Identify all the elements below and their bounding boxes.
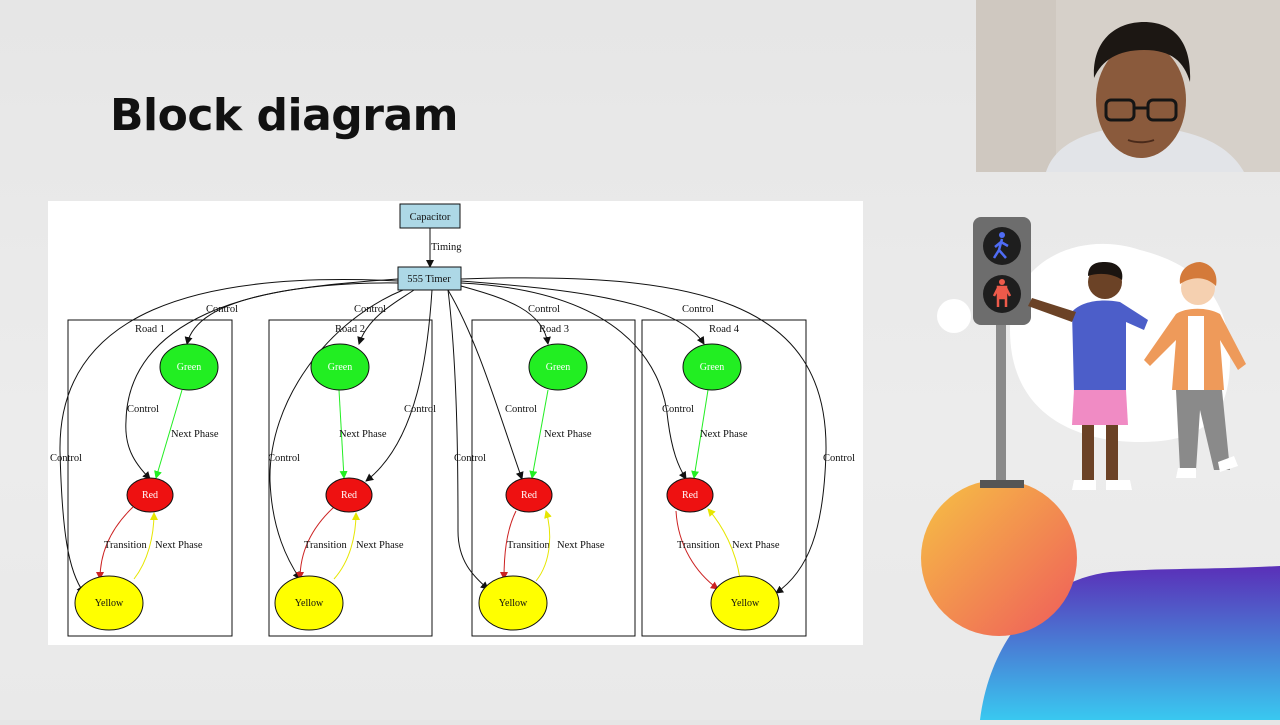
next-phase-edge-3 — [529, 389, 549, 479]
road-4-red-label: Red — [682, 490, 698, 501]
control-edge-yellow-4 — [460, 277, 827, 594]
transition-edge-3 — [500, 510, 517, 580]
control-edge-yellow-1 — [59, 279, 399, 594]
transition-label-2: Transition — [304, 540, 348, 551]
road-3-yellow-node — [478, 575, 548, 631]
control-edge-red-4 — [460, 282, 687, 480]
road-1-red-label: Red — [142, 490, 158, 501]
next-phase-label-4: Next Phase — [700, 429, 748, 440]
control-edge-yellow-3 — [447, 289, 489, 590]
transition-edge-1 — [96, 506, 134, 580]
road-4-green-node — [682, 343, 742, 391]
road-3-label: Road 3 — [539, 324, 569, 335]
next-phase-label-3: Next Phase — [544, 429, 592, 440]
road-1-yellow-label: Yellow — [95, 598, 124, 609]
road-3-green-node — [528, 343, 588, 391]
road-2-yellow-label: Yellow — [295, 598, 324, 609]
next-phase-edge-2 — [338, 389, 348, 479]
next-phase-edge-1 — [154, 389, 183, 479]
road-2-label: Road 2 — [335, 324, 365, 335]
road-1-cluster — [67, 319, 233, 637]
yellow-next-phase-edge-3 — [535, 510, 552, 582]
transition-label-1: Transition — [104, 540, 148, 551]
traffic-light-pedestrians-illustration — [921, 217, 1280, 720]
road-1-green-label: Green — [177, 362, 201, 373]
next-phase-edge-4 — [691, 389, 709, 479]
road-4-label: Road 4 — [709, 324, 740, 335]
transition-label-3: Transition — [507, 540, 551, 551]
transition-edge-4 — [675, 510, 719, 590]
control-label-2: Control — [354, 304, 386, 315]
yellow-next-phase-label-4: Next Phase — [732, 540, 780, 551]
presenter-webcam — [976, 0, 1280, 172]
road-2-cluster — [268, 319, 433, 637]
control-label-8: Control — [662, 404, 694, 415]
control-label-4: Control — [682, 304, 714, 315]
slide-title: Block diagram — [110, 90, 459, 141]
yellow-next-phase-label-3: Next Phase — [557, 540, 605, 551]
road-1-label: Road 1 — [135, 324, 165, 335]
control-edge-green-3 — [460, 285, 551, 345]
road-4-yellow-label: Yellow — [731, 598, 760, 609]
yellow-next-phase-edge-1 — [133, 512, 158, 580]
road-3-green-label: Green — [546, 362, 570, 373]
control-label-11: Control — [454, 453, 486, 464]
road-3-red-label: Red — [521, 490, 537, 501]
control-label-1: Control — [206, 304, 238, 315]
yellow-next-phase-label-1: Next Phase — [155, 540, 203, 551]
control-edge-red-2 — [365, 289, 433, 482]
road-2-green-node — [310, 343, 370, 391]
road-1-green-node — [159, 343, 219, 391]
next-phase-label-1: Next Phase — [171, 429, 219, 440]
yellow-next-phase-edge-4 — [707, 508, 741, 580]
road-4-red-node — [666, 477, 714, 513]
control-label-7: Control — [505, 404, 537, 415]
next-phase-label-2: Next Phase — [339, 429, 387, 440]
yellow-next-phase-edge-2 — [333, 512, 360, 580]
road-2-red-label: Red — [341, 490, 357, 501]
road-2-red-node — [325, 477, 373, 513]
road-2-green-label: Green — [328, 362, 352, 373]
control-edge-green-4 — [460, 280, 705, 345]
transition-edge-2 — [296, 506, 335, 580]
road-3-cluster — [471, 319, 636, 637]
control-label-10: Control — [268, 453, 300, 464]
control-label-5: Control — [127, 404, 159, 415]
road-1-yellow-node — [74, 575, 144, 631]
control-edge-green-2 — [357, 289, 415, 345]
control-label-12: Control — [823, 453, 855, 464]
presenter-webcam-icon — [976, 0, 1280, 172]
capacitor-label: Capacitor — [410, 212, 451, 223]
control-label-3: Control — [528, 304, 560, 315]
timer-label: 555 Timer — [407, 274, 451, 285]
control-edge-red-1 — [125, 282, 399, 480]
control-label-6: Control — [404, 404, 436, 415]
road-4-yellow-node — [710, 575, 780, 631]
road-4-green-label: Green — [700, 362, 724, 373]
control-label-9: Control — [50, 453, 82, 464]
transition-label-4: Transition — [677, 540, 721, 551]
road-4-cluster — [641, 319, 807, 637]
yellow-next-phase-label-2: Next Phase — [356, 540, 404, 551]
traffic-light-illustration — [900, 180, 1280, 720]
block-diagram-svg: Road 1 Road 2 Road 3 Road 4 Capacitor Ti… — [50, 203, 855, 637]
road-2-yellow-node — [274, 575, 344, 631]
control-edge-red-3 — [447, 289, 524, 480]
road-3-red-node — [505, 477, 553, 513]
road-1-red-node — [126, 477, 174, 513]
control-edge-yellow-2 — [269, 289, 404, 580]
timing-edge-label: Timing — [431, 242, 462, 253]
road-3-yellow-label: Yellow — [499, 598, 528, 609]
block-diagram: Road 1 Road 2 Road 3 Road 4 Capacitor Ti… — [48, 201, 863, 645]
